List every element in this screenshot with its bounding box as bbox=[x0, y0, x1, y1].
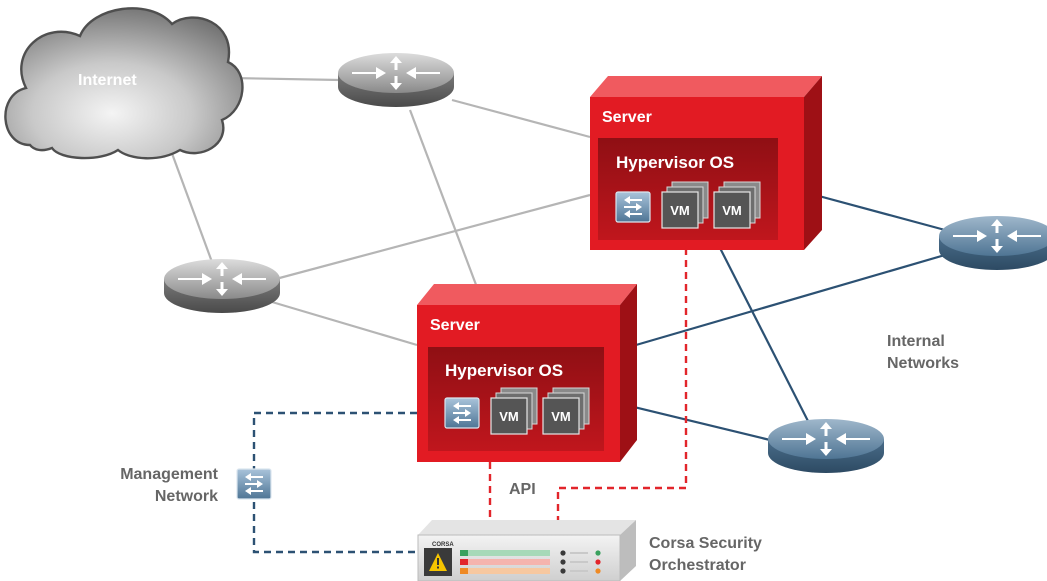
link-server-top-router-bottom bbox=[719, 247, 811, 426]
server-top-hypervisor-label: Hypervisor OS bbox=[616, 153, 734, 172]
link-cloud-router-top bbox=[229, 76, 341, 82]
server-bottom-vswitch-icon bbox=[444, 397, 480, 429]
server-bottom-vm-1: VM bbox=[490, 387, 538, 435]
internal-networks-label-line-1: Internal bbox=[887, 333, 945, 350]
server-top: Server Hypervisor OS VM VM bbox=[590, 76, 822, 250]
server-top-vm-2: VM bbox=[713, 181, 761, 229]
api-link-server-top bbox=[556, 248, 688, 520]
link-router-top-server-bottom bbox=[408, 109, 480, 291]
device-bar-1 bbox=[460, 550, 550, 556]
device-bar-3 bbox=[460, 568, 550, 574]
diagram-labels: Internal Networks Management Network API… bbox=[120, 333, 959, 574]
svg-text:VM: VM bbox=[670, 203, 690, 218]
router-bottom bbox=[768, 419, 884, 473]
internal-networks-label-line-2: Networks bbox=[887, 355, 959, 372]
management-network-label-line-1: Management bbox=[120, 466, 218, 483]
svg-text:VM: VM bbox=[499, 409, 519, 424]
internet-label: Internet bbox=[78, 72, 137, 89]
management-network-label-line-2: Network bbox=[155, 488, 218, 505]
link-router-top-server-top bbox=[451, 98, 591, 139]
corsa-orchestrator-device: CORSA bbox=[417, 520, 636, 581]
management-link bbox=[252, 411, 418, 554]
device-brand-label: CORSA bbox=[432, 542, 454, 548]
router-top bbox=[338, 53, 454, 107]
api-label: API bbox=[509, 481, 536, 498]
server-bottom-hypervisor-label: Hypervisor OS bbox=[445, 361, 563, 380]
link-router-left-server-top bbox=[271, 193, 591, 282]
management-switch-icon bbox=[236, 468, 272, 500]
orchestrator-label-line-1: Corsa Security bbox=[649, 535, 762, 552]
internet-cloud: Internet bbox=[4, 7, 244, 160]
server-top-label: Server bbox=[602, 109, 652, 126]
router-left bbox=[164, 259, 280, 313]
device-bar-2 bbox=[460, 559, 550, 565]
link-cloud-router-left bbox=[168, 147, 214, 263]
orchestrator-label-line-2: Orchestrator bbox=[649, 557, 746, 574]
link-router-left-server-bottom bbox=[271, 300, 418, 347]
server-top-vswitch-icon bbox=[615, 191, 651, 223]
server-bottom-vm-2: VM bbox=[542, 387, 590, 435]
svg-text:VM: VM bbox=[551, 409, 571, 424]
router-right bbox=[939, 216, 1047, 270]
server-bottom-label: Server bbox=[430, 317, 480, 334]
link-server-bottom-router-right bbox=[635, 253, 946, 347]
server-top-vm-1: VM bbox=[661, 181, 709, 229]
server-bottom: Server Hypervisor OS VM VM bbox=[417, 284, 637, 462]
link-server-top-router-right bbox=[803, 190, 946, 232]
svg-text:VM: VM bbox=[722, 203, 742, 218]
